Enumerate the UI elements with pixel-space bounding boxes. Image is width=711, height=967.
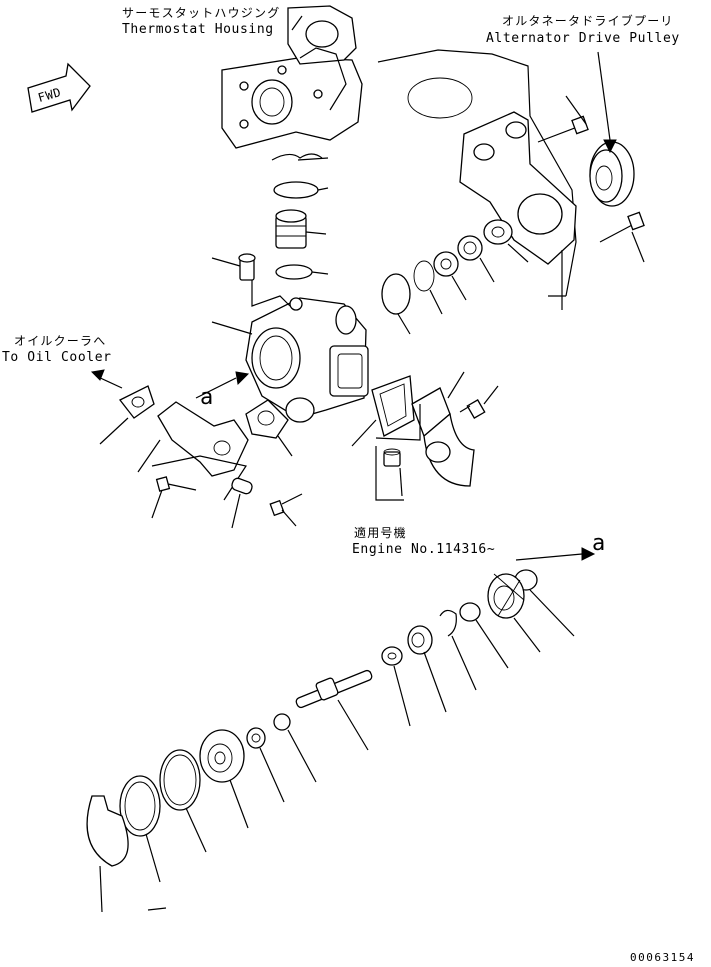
reference-a-upper: a bbox=[200, 385, 214, 410]
pipe-bolts bbox=[151, 476, 303, 529]
water-pump-housing bbox=[211, 297, 369, 423]
oil-cooler-pipe bbox=[90, 369, 293, 501]
fwd-arrow-icon bbox=[27, 62, 91, 113]
leader-thermostat-housing bbox=[291, 15, 303, 31]
alternator-pulley-label-en: Alternator Drive Pulley bbox=[486, 31, 680, 46]
engine-number-label: Engine No.114316~ bbox=[352, 542, 496, 557]
oil-cooler-label-en: To Oil Cooler bbox=[2, 350, 112, 365]
bearing-seal-row bbox=[381, 219, 529, 335]
engine-front-plate bbox=[377, 49, 577, 297]
oil-cooler-label-jp: オイルクーラへ bbox=[14, 334, 107, 348]
drawing-number: 00063154 bbox=[630, 951, 695, 964]
thermostat-housing bbox=[221, 5, 363, 149]
reference-a-lower: a bbox=[592, 531, 606, 556]
applicable-label-jp: 適用号機 bbox=[354, 526, 407, 540]
thermostat-parts bbox=[271, 153, 329, 280]
elbow-and-gaskets bbox=[351, 371, 499, 487]
thermostat-housing-label-jp: サーモスタットハウジング bbox=[122, 6, 281, 20]
alternator-drive-pulley bbox=[537, 51, 645, 263]
pump-shaft-assembly bbox=[86, 547, 596, 913]
temperature-sensor bbox=[211, 253, 291, 307]
engine-serial-plug bbox=[375, 446, 404, 501]
alternator-pulley-label-jp: オルタネータドライブプーリ bbox=[502, 14, 674, 28]
thermostat-housing-label-en: Thermostat Housing bbox=[122, 22, 274, 37]
